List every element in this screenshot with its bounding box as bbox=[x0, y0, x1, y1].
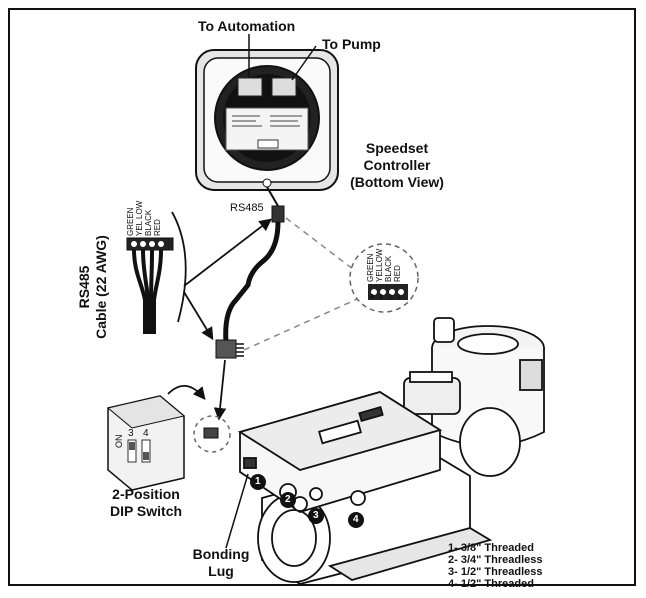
port-badge-3 bbox=[308, 508, 324, 524]
dip-location-callout bbox=[193, 415, 231, 453]
dip-4-label: 4 bbox=[143, 428, 149, 439]
legend-item-1: 1- 3/8" Threaded bbox=[448, 542, 534, 554]
legend-item-2: 2- 3/4" Threadless bbox=[448, 554, 543, 566]
port-legend: 1- 3/8" Threaded 2- 3/4" Threadless 3- 1… bbox=[448, 542, 542, 590]
arrow-to-rs485-port bbox=[183, 218, 272, 287]
port-badge-4 bbox=[348, 512, 364, 528]
connector-wire-green: GREEN bbox=[366, 253, 375, 282]
port-badge-1 bbox=[250, 474, 266, 490]
rs485-plug bbox=[266, 186, 285, 223]
bonding-lug-label: Bonding Lug bbox=[184, 546, 258, 580]
connector-wire-black: BLACK bbox=[384, 255, 393, 282]
to-pump-label: To Pump bbox=[322, 36, 381, 52]
bundle-wire-green: GREEN bbox=[126, 207, 135, 236]
bonding-lug-label-line2: Lug bbox=[208, 563, 234, 579]
pin-4: 4 bbox=[370, 294, 374, 301]
pump-leader bbox=[291, 45, 317, 81]
cable-bracket bbox=[171, 211, 187, 323]
pin-1: 1 bbox=[397, 294, 401, 301]
arrow-connector-to-pump bbox=[213, 359, 227, 421]
port-badges bbox=[250, 474, 364, 528]
controller-title-line1: Speedset bbox=[365, 140, 429, 156]
bundle-wire-black: BLACK bbox=[144, 209, 153, 236]
rs485-cable-bundle bbox=[126, 237, 174, 334]
to-automation-label: To Automation bbox=[198, 18, 296, 34]
rs485-port-label: RS485 bbox=[230, 202, 264, 214]
speedset-controller bbox=[195, 49, 339, 191]
bundle-wire-yellow: YEL LOW bbox=[135, 200, 144, 236]
controller-title: Speedset Controller (Bottom View) bbox=[338, 140, 456, 191]
arrow-dip-to-pump bbox=[167, 385, 206, 400]
port-number-2: 2 bbox=[285, 494, 291, 505]
port-number-1: 1 bbox=[255, 476, 261, 487]
automation-terminal-block bbox=[237, 77, 263, 97]
controller-title-line3: (Bottom View) bbox=[350, 174, 444, 190]
port-number-3: 3 bbox=[313, 510, 319, 521]
dip-switch-title: 2-Position DIP Switch bbox=[96, 486, 196, 520]
bundle-wire-colors: GREEN YEL LOW BLACK RED bbox=[126, 201, 162, 236]
bonding-lug-leader bbox=[225, 473, 249, 549]
pin-3: 3 bbox=[379, 294, 383, 301]
connector-detail-callout bbox=[349, 243, 419, 313]
legend-item-4: 4- 1/2" Threaded bbox=[448, 578, 534, 590]
pump-assembly bbox=[237, 317, 545, 585]
pin-2: 2 bbox=[388, 294, 392, 301]
dip-switch bbox=[106, 395, 186, 491]
controller-title-line2: Controller bbox=[363, 157, 431, 173]
dip-switch-title-line1: 2-Position bbox=[112, 486, 180, 502]
dip-switch-title-line2: DIP Switch bbox=[109, 503, 183, 519]
arrow-to-pump-connector bbox=[183, 291, 214, 341]
bundle-wire-red: RED bbox=[153, 219, 162, 236]
pump-side-connector bbox=[215, 339, 244, 359]
rs485-cable-label: RS485 Cable (22 AWG) bbox=[76, 222, 110, 352]
bonding-lug-label-line1: Bonding bbox=[192, 546, 250, 562]
dip-3-label: 3 bbox=[128, 428, 134, 439]
connector-wire-red: RED bbox=[393, 265, 402, 282]
connector-wire-colors: GREEN YELLOW BLACK RED bbox=[366, 249, 402, 282]
port-badge-2 bbox=[280, 492, 296, 508]
pump-terminal-block bbox=[271, 77, 297, 97]
rs485-cable-label-line2: Cable (22 AWG) bbox=[93, 235, 109, 339]
dip-location-part bbox=[203, 427, 219, 439]
diagram-frame bbox=[8, 8, 636, 586]
rs485-cable-label-line1: RS485 bbox=[76, 265, 92, 309]
rs485-harness-cable bbox=[223, 221, 281, 343]
zoom-lines bbox=[243, 217, 365, 351]
connector-wire-yellow: YELLOW bbox=[375, 248, 384, 282]
port-number-4: 4 bbox=[353, 514, 359, 525]
dip-on-label: ON bbox=[114, 434, 124, 449]
legend-item-3: 3- 1/2" Threadless bbox=[448, 566, 543, 578]
